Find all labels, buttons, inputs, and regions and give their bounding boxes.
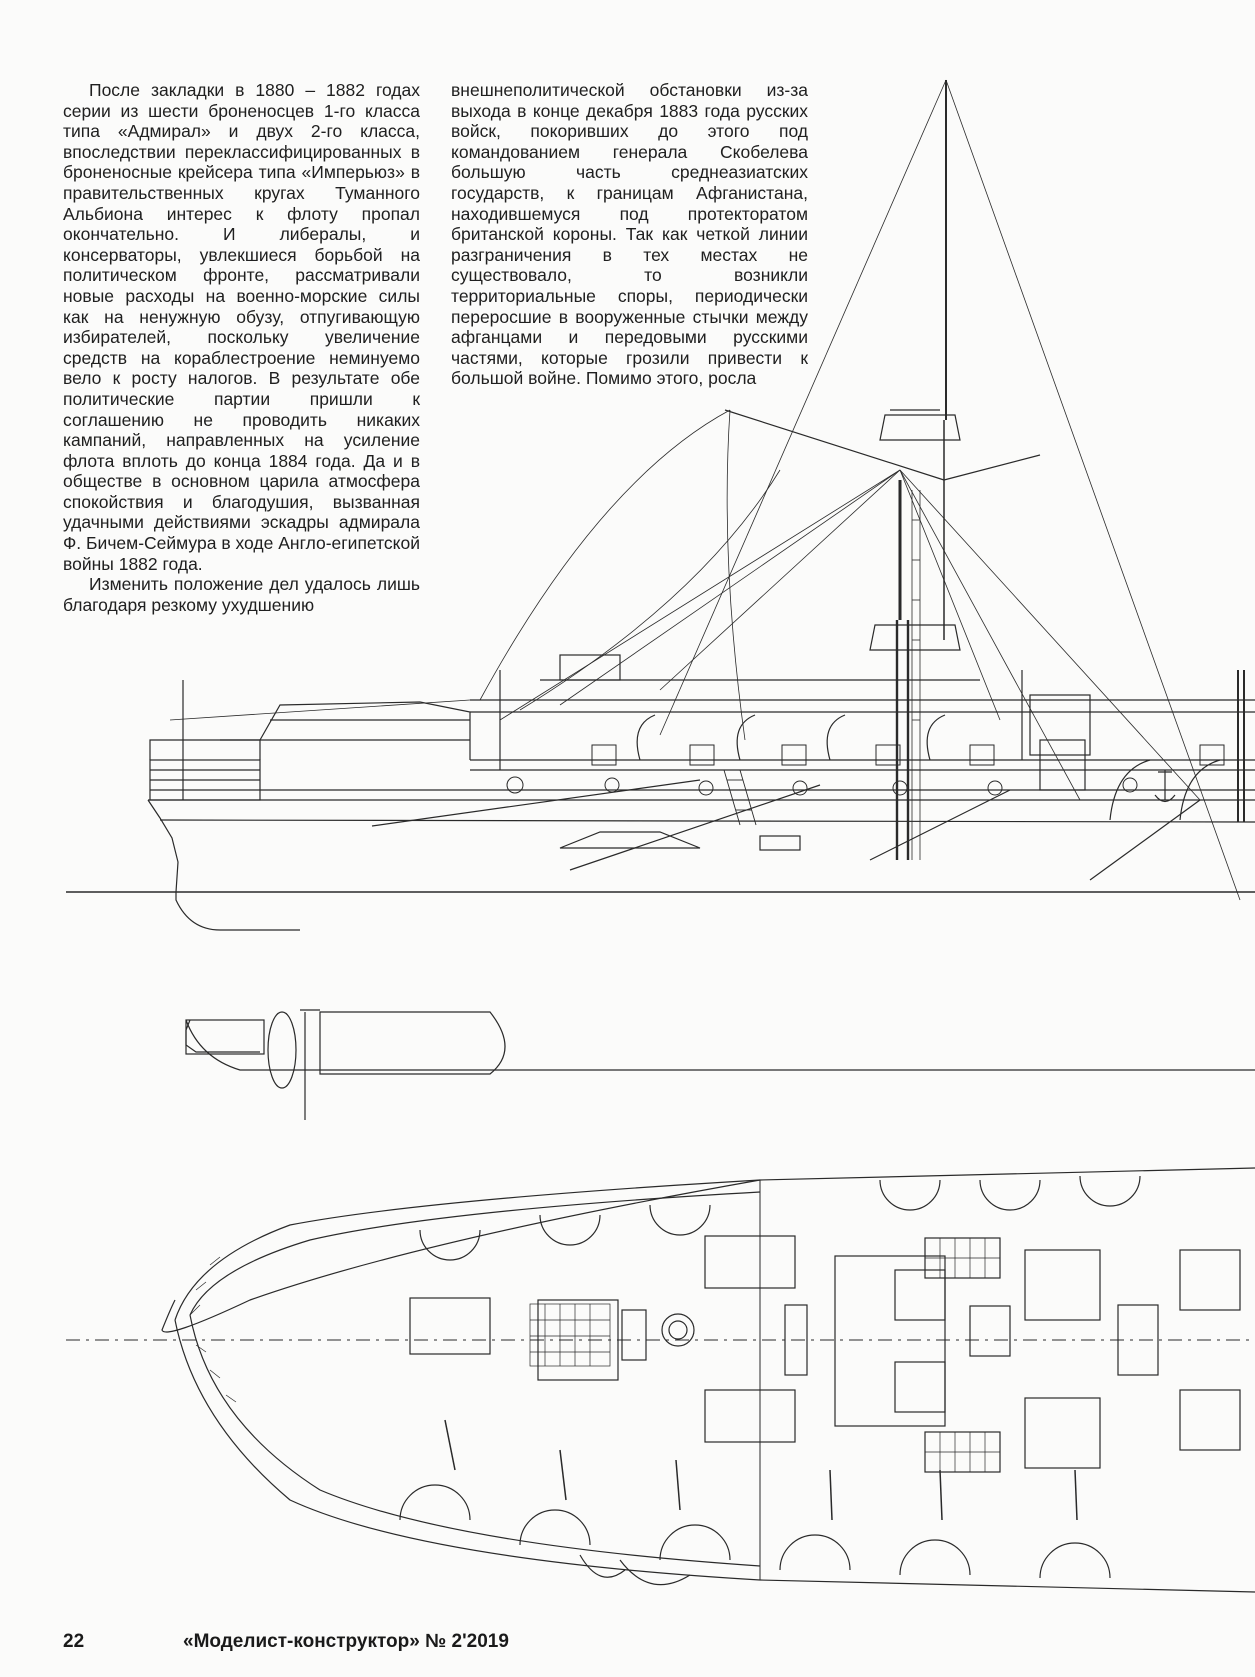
ship-side-elevation: [66, 79, 1255, 1120]
article-paragraph: Изменить положение дел удалось лишь благ…: [63, 574, 420, 615]
article-paragraph: После закладки в 1880 – 1882 годах серии…: [63, 80, 420, 574]
page-number: 22: [63, 1631, 85, 1652]
magazine-title: «Моделист-конструктор» № 2'2019: [183, 1631, 509, 1652]
article-column-right: внешнеполитической обстановки из-за выхо…: [451, 80, 808, 389]
ship-deck-plan: [66, 1167, 1255, 1593]
article-paragraph: внешнеполитической обстановки из-за выхо…: [451, 80, 808, 389]
article-column-left: После закладки в 1880 – 1882 годах серии…: [63, 80, 420, 615]
